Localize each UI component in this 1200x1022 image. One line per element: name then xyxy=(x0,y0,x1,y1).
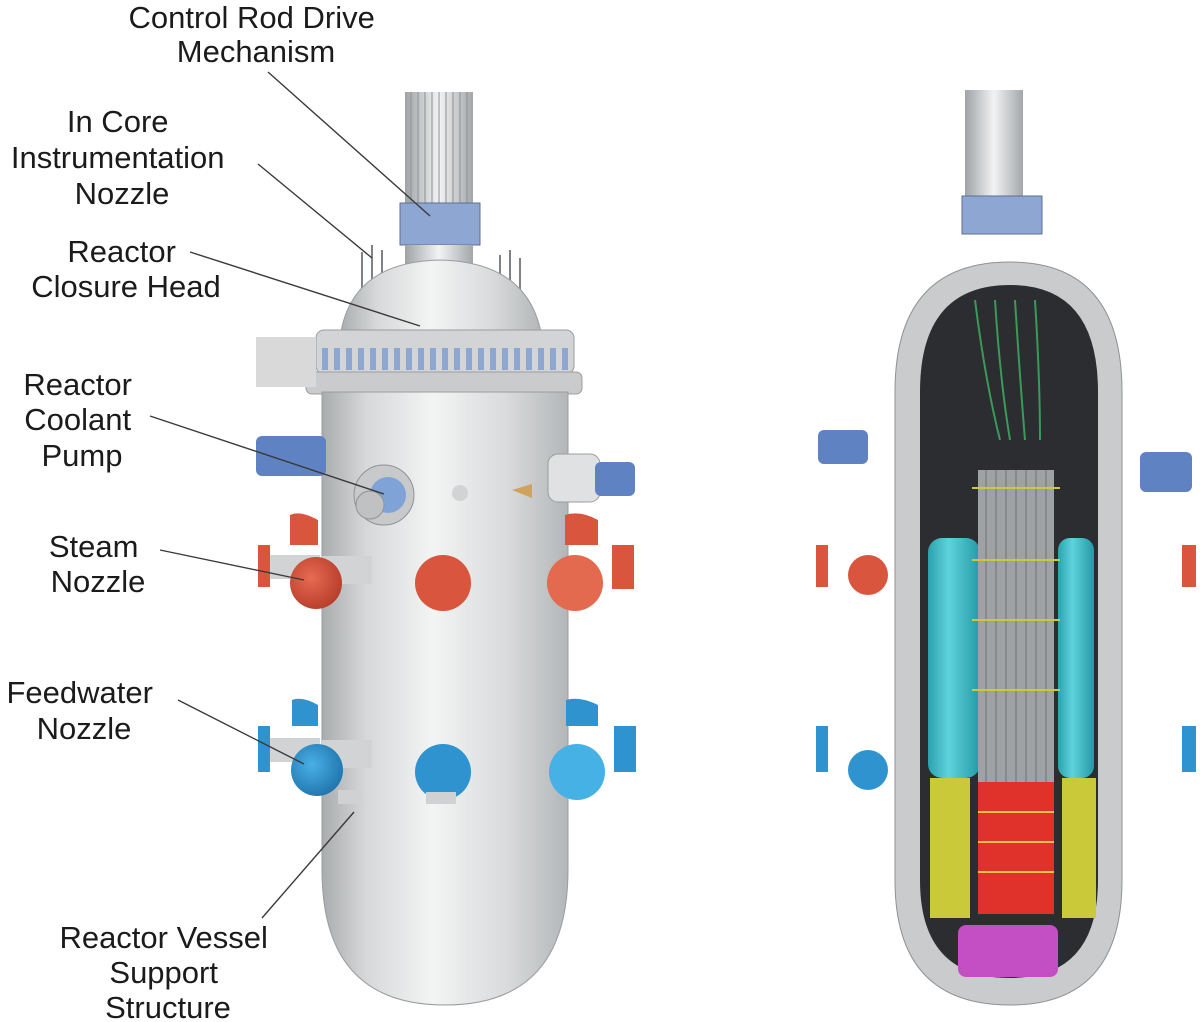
leader-closure-head xyxy=(189,251,421,327)
labels: Control Rod Drive Mechanism In Core Inst… xyxy=(6,0,384,1022)
label-steam-nozzle: Steam Nozzle xyxy=(49,529,147,599)
steam-generator-right xyxy=(1058,538,1094,778)
feedwater-nozzles xyxy=(258,698,636,804)
label-closure-head: Reactor Closure Head xyxy=(31,234,221,304)
steam-generator-left xyxy=(928,538,980,778)
coolant-pump-left xyxy=(256,436,415,526)
label-vessel-support: Reactor Vessel Support Structure xyxy=(59,920,276,1022)
label-feedwater-nozzle: Feedwater Nozzle xyxy=(6,675,161,746)
leader-coolant-pump xyxy=(149,415,385,495)
leader-instrumentation xyxy=(257,163,373,259)
flange-studs xyxy=(322,348,568,370)
cutaway-vessel xyxy=(816,90,1196,1006)
crdm-tubes xyxy=(399,92,481,267)
vessel-shell xyxy=(321,391,569,1006)
label-coolant-pump: Reactor Coolant Pump xyxy=(23,367,140,473)
label-in-core-instrumentation: In Core Instrumentation Nozzle xyxy=(11,104,233,211)
reactor-core xyxy=(978,782,1054,914)
leader-feedwater-nozzle xyxy=(177,699,305,765)
closure-head xyxy=(339,259,543,339)
leader-lines xyxy=(149,71,431,919)
coolant-pump-right xyxy=(452,453,635,503)
leader-control-rod-drive xyxy=(267,71,431,217)
leader-vessel-support xyxy=(261,811,355,919)
label-control-rod-drive: Control Rod Drive Mechanism xyxy=(129,0,384,69)
exterior-vessel xyxy=(256,92,636,1006)
core-support xyxy=(958,925,1058,977)
steam-nozzles xyxy=(256,337,634,611)
leader-steam-nozzle xyxy=(159,549,305,581)
